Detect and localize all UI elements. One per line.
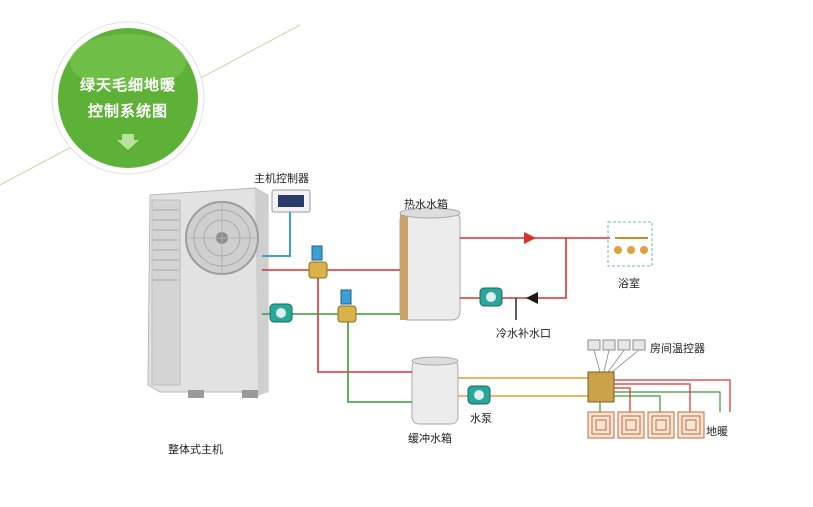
label-buffer-tank: 缓冲水箱 bbox=[408, 432, 452, 445]
shower-icon bbox=[614, 246, 622, 254]
label-host-controller: 主机控制器 bbox=[254, 172, 309, 185]
buffer-tank bbox=[411, 356, 459, 425]
manifold bbox=[587, 371, 615, 403]
bathroom-fixture bbox=[607, 221, 653, 267]
shower-icon bbox=[640, 246, 648, 254]
badge-title-line1: 绿天毛细地暖 bbox=[79, 76, 176, 94]
badge-title-line2: 控制系统图 bbox=[87, 102, 168, 120]
valve-icon bbox=[337, 289, 357, 323]
label-integrated-host: 整体式主机 bbox=[168, 443, 223, 456]
return-pipes bbox=[262, 313, 412, 403]
integrated-host-unit bbox=[147, 187, 269, 398]
floor-heating-loops bbox=[599, 379, 731, 412]
label-cold-water-inlet: 冷水补水口 bbox=[496, 327, 551, 340]
host-controller-device bbox=[271, 189, 311, 213]
label-floor-heating: 地暖 bbox=[706, 425, 728, 438]
floor-heating-coils bbox=[587, 411, 705, 439]
pump-icon bbox=[479, 287, 503, 307]
room-thermostats bbox=[587, 339, 646, 373]
label-room-thermostat: 房间温控器 bbox=[650, 342, 705, 355]
label-hot-water-tank: 热水水箱 bbox=[404, 198, 448, 211]
title-badge bbox=[51, 21, 205, 175]
label-water-pump: 水泵 bbox=[470, 412, 492, 425]
label-bathroom: 浴室 bbox=[618, 277, 640, 290]
flow-arrow-icon bbox=[524, 232, 536, 244]
pump-icon bbox=[467, 385, 491, 405]
hot-water-tank bbox=[399, 207, 461, 321]
shower-icon bbox=[627, 246, 635, 254]
arrow-down-icon bbox=[117, 134, 139, 150]
flow-arrow-icon bbox=[526, 292, 538, 304]
control-wire bbox=[262, 212, 291, 257]
valve-icon bbox=[308, 245, 328, 279]
pump-icon bbox=[269, 303, 293, 323]
